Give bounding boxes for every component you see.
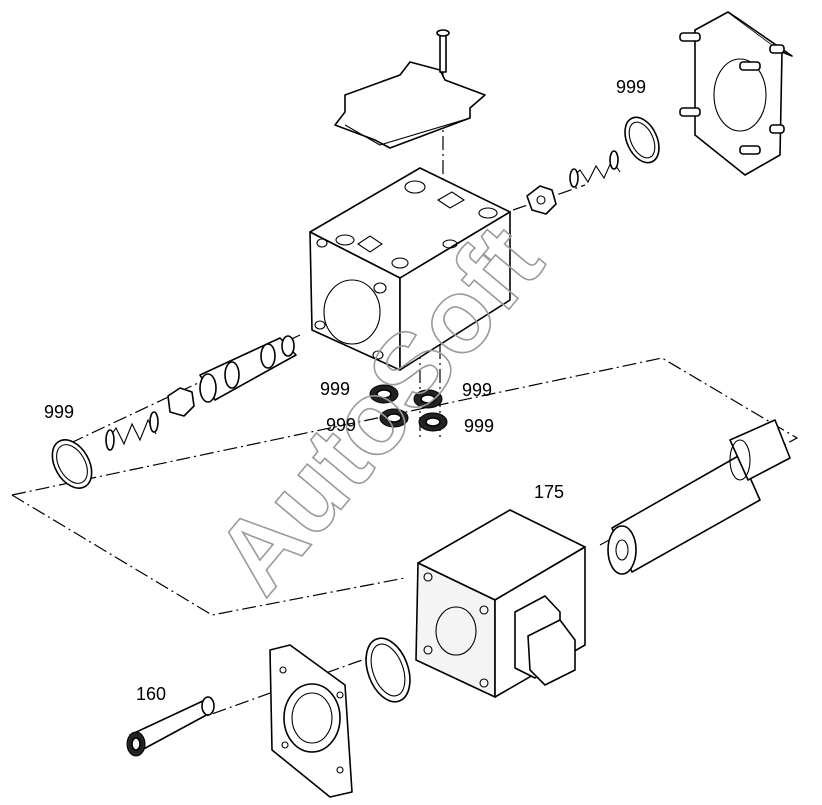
callout-999-top-right: 999: [616, 77, 646, 97]
top-flange: [679, 11, 793, 176]
seal-ring-top-right: [624, 116, 660, 164]
seal-ring-left: [51, 439, 93, 489]
bolt: [126, 696, 215, 757]
pin: [436, 29, 450, 73]
valve-body: [309, 167, 511, 371]
callout-175: 175: [534, 482, 564, 502]
end-flange: [269, 644, 353, 798]
spool: [199, 335, 297, 403]
right-spring: [569, 150, 621, 188]
left-spring-retainer: [167, 387, 195, 417]
callout-999-washer-c: 999: [326, 415, 356, 435]
solenoid-tube: [607, 419, 791, 575]
seal-ring-solenoid: [365, 637, 411, 703]
left-spring: [105, 411, 159, 451]
right-spring-retainer: [526, 185, 557, 215]
callout-160: 160: [136, 684, 166, 704]
callout-999-left: 999: [44, 402, 74, 422]
solenoid-body: [415, 509, 586, 698]
washers: [369, 384, 448, 432]
callout-999-washer-b: 999: [462, 380, 492, 400]
callout-999-washer-a: 999: [320, 379, 350, 399]
callout-999-washer-d: 999: [464, 416, 494, 436]
cover-plate: [334, 61, 486, 149]
